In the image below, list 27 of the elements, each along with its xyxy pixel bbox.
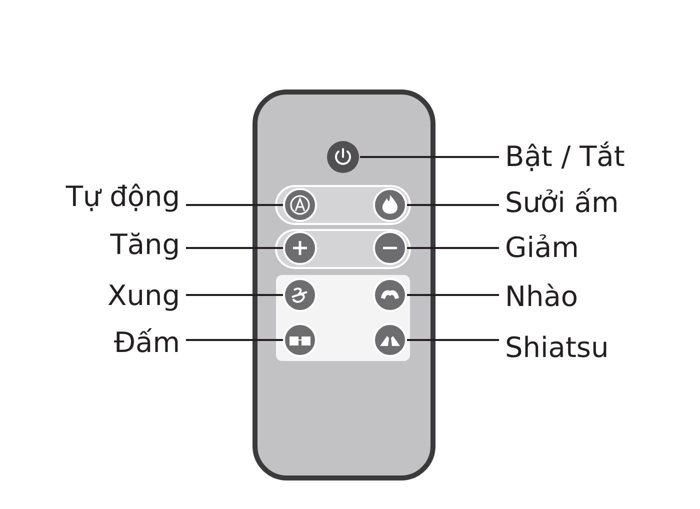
callout-label: Sưởi ấm [505, 186, 619, 220]
leader-line [407, 339, 499, 341]
heat-button [372, 187, 408, 223]
leader-line [407, 247, 499, 249]
callout-label: Đấm [114, 326, 180, 360]
leader-line [186, 204, 283, 206]
increase-button [282, 230, 318, 266]
tap-button [282, 322, 318, 358]
leader-line [186, 247, 283, 249]
callout-label: Xung [108, 279, 180, 313]
leader-line [407, 294, 499, 296]
leader-line [186, 294, 283, 296]
callout-label: Nhào [505, 280, 578, 314]
callout-label: Giảm [505, 231, 579, 265]
callout-label: Shiatsu [505, 331, 609, 365]
power-button [325, 139, 361, 175]
leader-line [407, 204, 499, 206]
decrease-button [372, 230, 408, 266]
callout-label: Tự động [66, 180, 180, 214]
auto-mode-button [282, 187, 318, 223]
shiatsu-button [372, 322, 408, 358]
callout-label: Tăng [110, 228, 180, 262]
knead-button [372, 277, 408, 313]
leader-line [360, 156, 499, 158]
leader-line [186, 339, 283, 341]
callout-label: Bật / Tắt [505, 140, 625, 174]
pulse-button [282, 277, 318, 313]
